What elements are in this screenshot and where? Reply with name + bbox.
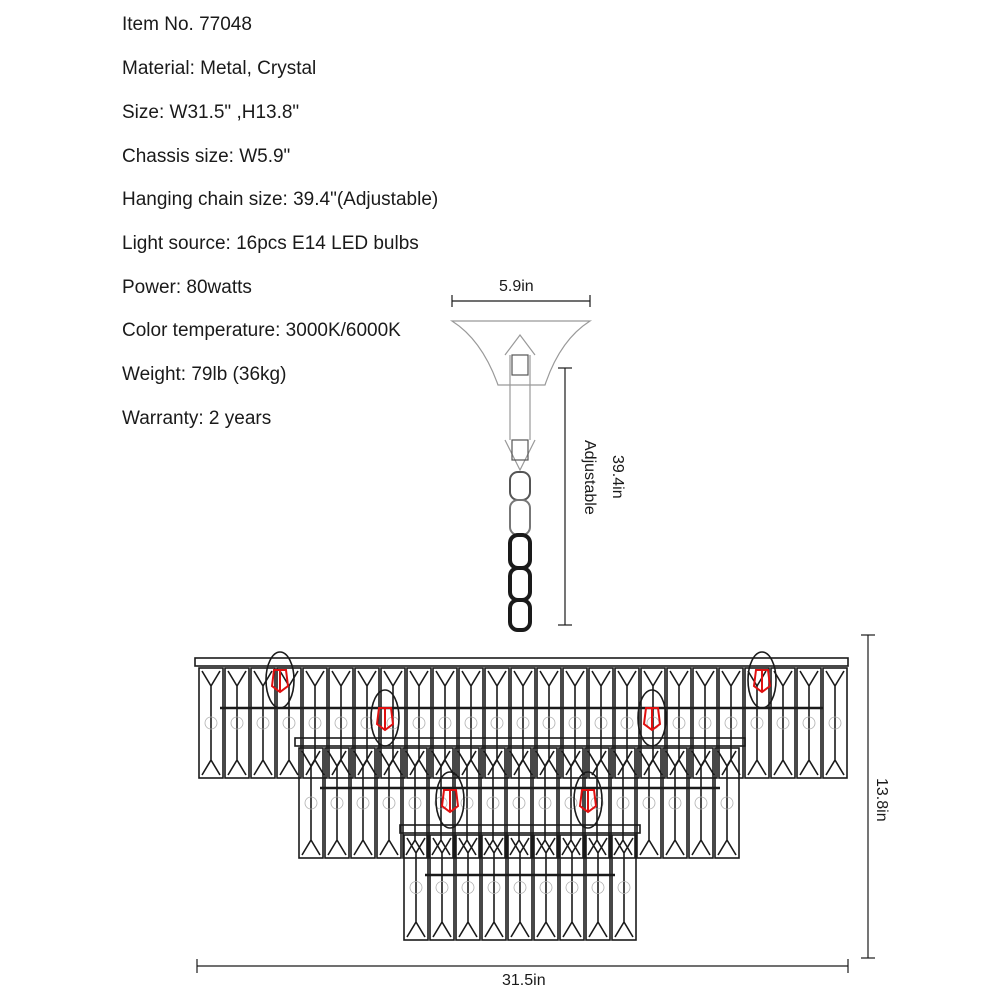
chain-link xyxy=(509,471,531,501)
crystal-prism xyxy=(796,667,822,779)
bottom-tier xyxy=(399,824,641,941)
spec-chassis-size: Chassis size: W5.9" xyxy=(122,146,291,167)
crystal-prism xyxy=(484,667,510,779)
chain-adjustable-label: Adjustable xyxy=(581,440,598,515)
crystal-prism xyxy=(328,667,354,779)
bulb-icon xyxy=(370,689,400,747)
crystal-prism xyxy=(403,834,429,941)
chassis-dimension-line xyxy=(451,295,591,307)
crystal-prism xyxy=(718,667,744,779)
bulb-icon xyxy=(747,651,777,709)
height-dimension-line xyxy=(861,634,875,959)
chain-dimension-label: 39.4in xyxy=(609,455,626,499)
chain-link xyxy=(508,566,532,602)
bulb-icon xyxy=(637,689,667,747)
crystal-prism xyxy=(481,834,507,941)
crystal-prism xyxy=(822,667,848,779)
crystal-prism xyxy=(770,667,796,779)
spec-color-temperature: Color temperature: 3000K/6000K xyxy=(122,320,401,341)
crystal-prism xyxy=(429,834,455,941)
bulb-icon xyxy=(435,771,465,829)
chain-link xyxy=(508,598,532,632)
crystal-prism xyxy=(562,667,588,779)
chain-dimension-line xyxy=(558,367,572,626)
spec-item-number: Item No. 77048 xyxy=(122,14,252,35)
spec-power: Power: 80watts xyxy=(122,277,252,298)
crystal-prism xyxy=(354,667,380,779)
crystal-prism xyxy=(302,667,328,779)
crystal-prism xyxy=(536,667,562,779)
bulb-icon xyxy=(573,771,603,829)
crystal-prism xyxy=(692,667,718,779)
crystal-prism xyxy=(585,834,611,941)
chain xyxy=(508,471,532,632)
crystal-prism xyxy=(662,747,688,859)
crystal-prism xyxy=(455,834,481,941)
chain-link xyxy=(508,533,532,570)
top-tier xyxy=(194,657,849,779)
spec-material: Material: Metal, Crystal xyxy=(122,58,317,79)
spec-size: Size: W31.5" ,H13.8" xyxy=(122,102,300,123)
crystal-prism xyxy=(276,667,302,779)
chassis-dimension-label: 5.9in xyxy=(499,278,534,295)
width-dimension-line xyxy=(196,959,849,973)
crystal-prism xyxy=(559,834,585,941)
crystal-prism xyxy=(406,667,432,779)
bulb-icon xyxy=(265,651,295,709)
canopy xyxy=(449,320,593,386)
crystal-prism xyxy=(458,667,484,779)
spec-chain-size: Hanging chain size: 39.4"(Adjustable) xyxy=(122,189,439,210)
spec-warranty: Warranty: 2 years xyxy=(122,408,272,429)
crystal-prism xyxy=(376,747,402,859)
chain-link xyxy=(509,499,531,536)
crystal-prism xyxy=(480,747,506,859)
width-dimension-label: 31.5in xyxy=(502,972,546,989)
crystal-prism xyxy=(666,667,692,779)
crystal-prism xyxy=(224,667,250,779)
crystal-prism xyxy=(588,667,614,779)
crystal-prism xyxy=(510,667,536,779)
crystal-prism xyxy=(250,667,276,779)
middle-tier xyxy=(294,737,746,859)
spec-weight: Weight: 79lb (36kg) xyxy=(122,364,287,385)
spec-light-source: Light source: 16pcs E14 LED bulbs xyxy=(122,233,419,254)
crystal-prism xyxy=(533,834,559,941)
crystal-prism xyxy=(432,667,458,779)
crystal-prism xyxy=(611,834,637,941)
crystal-prism xyxy=(506,747,532,859)
height-dimension-label: 13.8in xyxy=(873,778,890,822)
crystal-prism xyxy=(198,667,224,779)
crystal-prism xyxy=(507,834,533,941)
